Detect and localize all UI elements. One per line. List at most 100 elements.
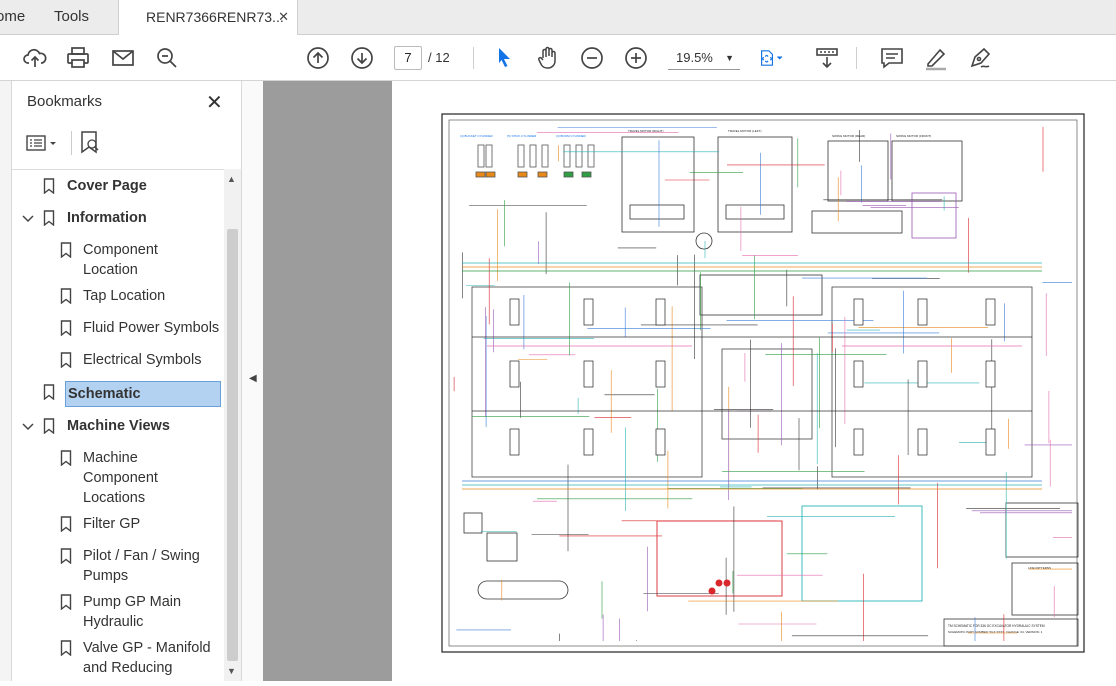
title-block (943, 618, 1079, 647)
page-number-input[interactable]: 7 (394, 46, 422, 70)
bookmark-label: Pilot / Fan / Swing (83, 548, 200, 564)
label-swing-front: SWING MOTOR (FRONT) (896, 134, 931, 138)
highlight-pen-icon[interactable] (923, 45, 949, 71)
title-block-text-1: TM SCHEMATIC FOR 336 GC EXCAVATOR HYDRAU… (948, 624, 1045, 628)
bookmark-options-button[interactable] (26, 133, 60, 153)
page-total: / 12 (428, 50, 450, 65)
hand-tool-icon[interactable] (535, 45, 561, 71)
add-bookmark-icon (81, 131, 99, 154)
sign-pen-icon[interactable] (967, 45, 993, 71)
mail-icon[interactable] (110, 45, 136, 71)
document-view[interactable]: TM SCHEMATIC FOR 336 GC EXCAVATOR HYDRAU… (263, 81, 1116, 681)
bookmark-machine-views[interactable]: Machine Views (67, 418, 170, 434)
pilot-manifold (699, 274, 823, 316)
scroll-down-icon[interactable]: ▼ (227, 666, 236, 676)
panel-splitter[interactable]: ◀ (241, 81, 263, 681)
bookmark-fluid-power-symbols[interactable]: Fluid Power Symbols (83, 320, 220, 336)
scroll-up-icon[interactable]: ▲ (227, 174, 236, 184)
tab-tools[interactable]: Tools (54, 8, 90, 25)
bookmark-icon (60, 242, 72, 259)
bookmark-label-line3: Locations (83, 490, 146, 506)
valve-spool (655, 298, 666, 326)
valve-spool (583, 360, 594, 388)
swivel-joint (695, 232, 713, 250)
drawing-inner-frame (448, 119, 1078, 647)
bookmark-icon (43, 210, 55, 227)
valve-spool (509, 298, 520, 326)
chevron-down-icon[interactable] (22, 212, 34, 224)
bookmarks-scrollbar[interactable]: ▲ ▼ (224, 169, 241, 681)
valve-spool (917, 360, 928, 388)
navigation-pane-strip[interactable] (0, 81, 12, 681)
next-page-icon[interactable] (349, 45, 375, 71)
bookmark-icon (60, 352, 72, 369)
swing-motor-front-box (891, 140, 963, 202)
valve-spool (853, 298, 864, 326)
swing-motor-rear-box (827, 140, 889, 202)
tab-bar: ome Tools RENR7366RENR73... ✕ (0, 0, 1116, 36)
bookmark-tap-location[interactable]: Tap Location (83, 288, 166, 304)
title-block-text-2: SCHEMATIC PART NUMBER: 5GX XXXX, CHANGE:… (948, 630, 1043, 634)
pump-symbol (708, 587, 716, 595)
bookmarks-panel: Bookmarks ✕ Cover Page Information Compo… (12, 81, 241, 681)
select-cursor-icon[interactable] (491, 45, 517, 71)
bookmark-electrical-symbols[interactable]: Electrical Symbols (83, 352, 202, 368)
valve-spool (509, 360, 520, 388)
valve-spool (853, 360, 864, 388)
bookmark-icon (60, 594, 72, 611)
zoom-level-value: 19.5% (676, 50, 713, 65)
bookmark-icon (43, 418, 55, 435)
panel-toolbar-divider (71, 131, 72, 155)
upload-cloud-icon[interactable] (22, 45, 48, 71)
bookmark-cover-page[interactable]: Cover Page (67, 178, 147, 194)
valve-spools (509, 298, 996, 595)
scrollbar-thumb[interactable] (227, 229, 238, 661)
collapse-panel-icon[interactable]: ◀ (249, 373, 257, 384)
bookmark-label-line2: Component (83, 470, 158, 486)
scroll-mode-icon[interactable] (814, 45, 840, 71)
valve-spool (583, 428, 594, 456)
bookmark-information[interactable]: Information (67, 210, 147, 226)
comment-icon[interactable] (879, 45, 905, 71)
valve-spool (917, 428, 928, 456)
bucket-cylinder (475, 144, 496, 178)
line-patterns-title: LINE PATTERNS (1028, 566, 1051, 570)
bookmark-schematic[interactable]: Schematic (65, 381, 221, 407)
tab-document[interactable]: RENR7366RENR73... ✕ (118, 0, 298, 36)
bookmark-machine-component-locations[interactable]: Machine Component Locations (83, 448, 158, 508)
valve-spool (985, 428, 996, 456)
search-zoom-icon[interactable] (154, 45, 180, 71)
bookmark-filter-gp[interactable]: Filter GP (83, 516, 141, 532)
bookmark-icon (60, 450, 72, 467)
zoom-in-icon[interactable] (623, 45, 649, 71)
main-valve-left (471, 286, 703, 478)
fit-page-icon[interactable] (758, 45, 794, 71)
bookmark-icon (60, 320, 72, 337)
bookmarks-toolbar (12, 125, 241, 165)
bookmark-label-line2: Pumps (83, 568, 129, 584)
label-travel-left: TRAVEL MOTOR (LEFT) (728, 129, 761, 133)
bookmark-label: Pump GP Main (83, 594, 182, 610)
bookmark-valve-gp-manifold[interactable]: Valve GP - Manifold and Reducing (83, 638, 211, 678)
chevron-down-icon[interactable] (22, 420, 34, 432)
bookmark-pilot-fan-swing-pumps[interactable]: Pilot / Fan / Swing Pumps (83, 546, 200, 586)
bookmarks-title: Bookmarks (27, 93, 103, 110)
bookmarks-close-button[interactable]: ✕ (206, 92, 223, 114)
bookmark-label: Machine (83, 450, 138, 466)
previous-page-icon[interactable] (305, 45, 331, 71)
bookmark-component-location[interactable]: Component Location (83, 240, 158, 280)
tab-home[interactable]: ome (0, 8, 26, 25)
print-icon[interactable] (65, 45, 91, 71)
toolbar: 7 / 12 19.5% ▼ (0, 35, 1116, 81)
valve-spool (853, 428, 864, 456)
label-stick-cylinder: (5) STICK CYLINDER (507, 134, 537, 138)
tab-close-button[interactable]: ✕ (278, 9, 289, 24)
pump-symbol (723, 579, 731, 587)
boom-cylinder (563, 144, 595, 178)
valve-spool (655, 428, 666, 456)
zoom-level-select[interactable]: 19.5% ▼ (668, 46, 740, 70)
zoom-out-icon[interactable] (579, 45, 605, 71)
new-bookmark-button[interactable] (78, 129, 102, 155)
label-travel-right: TRAVEL MOTOR (RIGHT) (628, 129, 663, 133)
bookmark-pump-gp-main-hydraulic[interactable]: Pump GP Main Hydraulic (83, 592, 181, 632)
